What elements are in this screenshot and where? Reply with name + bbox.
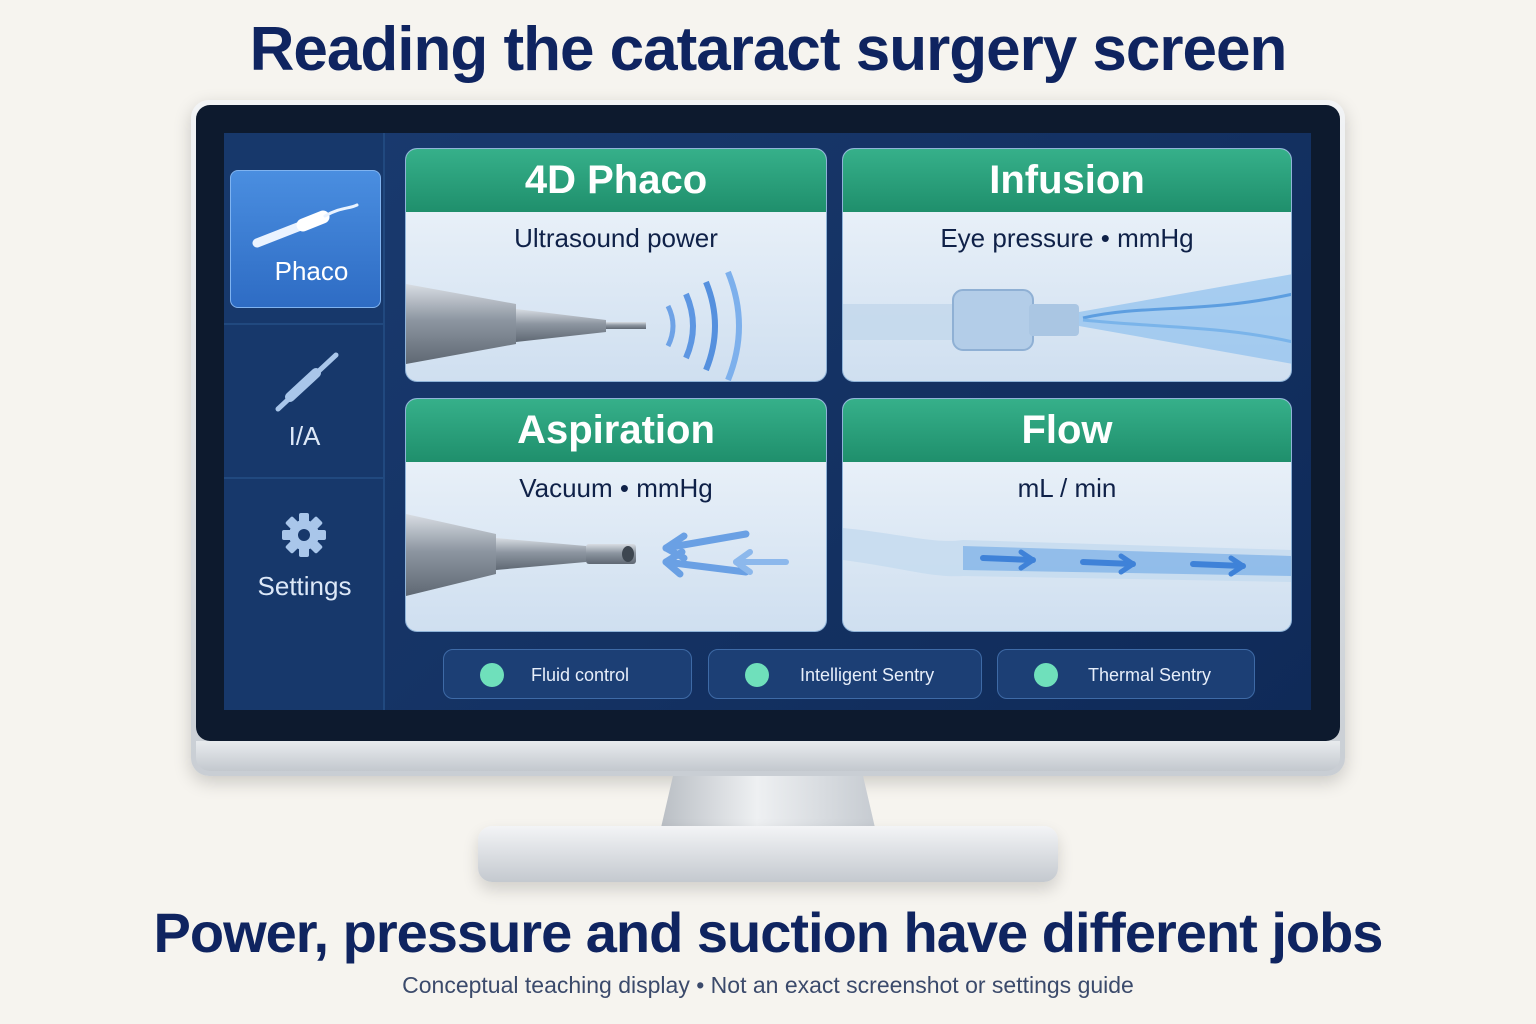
card-title: 4D Phaco <box>406 149 826 212</box>
status-fluid-control[interactable]: Fluid control <box>443 649 692 699</box>
monitor-stand-neck <box>660 776 876 832</box>
sidebar-item-label: Settings <box>257 571 352 601</box>
sidebar-divider <box>224 323 385 325</box>
card-aspiration[interactable]: Aspiration Vacuum • mmHg <box>405 398 827 632</box>
gear-icon <box>282 513 326 557</box>
flow-illustration <box>843 528 1291 582</box>
sidebar-item-label: Phaco <box>274 256 349 286</box>
card-phaco[interactable]: 4D Phaco Ultrasound power <box>405 148 827 382</box>
status-intelligent-sentry[interactable]: Intelligent Sentry <box>708 649 982 699</box>
card-title: Aspiration <box>406 399 826 462</box>
aspiration-illustration <box>406 514 789 596</box>
monitor-chin <box>196 741 1340 771</box>
status-dot-icon <box>1034 663 1058 687</box>
sidebar-divider <box>224 477 385 479</box>
ia-handpiece-icon <box>275 352 339 412</box>
status-label: Fluid control <box>531 665 630 685</box>
phaco-handpiece-icon <box>252 203 359 248</box>
page-subtitle: Power, pressure and suction have differe… <box>153 901 1384 964</box>
status-dot-icon <box>480 663 504 687</box>
sidebar-item-ia[interactable]: I/A <box>224 325 385 477</box>
sidebar: Phaco I/A Settings <box>224 133 385 710</box>
card-subtitle: mL / min <box>1017 473 1117 503</box>
card-title: Flow <box>843 399 1291 462</box>
monitor-stand-base <box>478 826 1058 882</box>
sidebar-item-settings[interactable]: Settings <box>224 479 385 629</box>
card-subtitle: Ultrasound power <box>514 223 718 253</box>
status-thermal-sentry[interactable]: Thermal Sentry <box>997 649 1255 699</box>
card-subtitle: Vacuum • mmHg <box>519 473 713 503</box>
status-label: Thermal Sentry <box>1088 665 1212 685</box>
phaco-tip-illustration <box>406 270 742 381</box>
infusion-illustration <box>843 274 1291 364</box>
sidebar-item-label: I/A <box>288 421 321 451</box>
card-subtitle: Eye pressure • mmHg <box>940 223 1194 253</box>
page-title: Reading the cataract surgery screen <box>249 15 1288 84</box>
page-footnote: Conceptual teaching display • Not an exa… <box>402 972 1134 998</box>
card-title: Infusion <box>843 149 1291 212</box>
surgery-screen: Phaco I/A Settings <box>224 133 1311 710</box>
status-label: Intelligent Sentry <box>800 665 935 685</box>
card-flow[interactable]: Flow mL / min <box>842 398 1292 632</box>
status-dot-icon <box>745 663 769 687</box>
sidebar-item-phaco[interactable]: Phaco <box>230 170 381 308</box>
card-infusion[interactable]: Infusion Eye pressure • mmHg <box>842 148 1292 382</box>
